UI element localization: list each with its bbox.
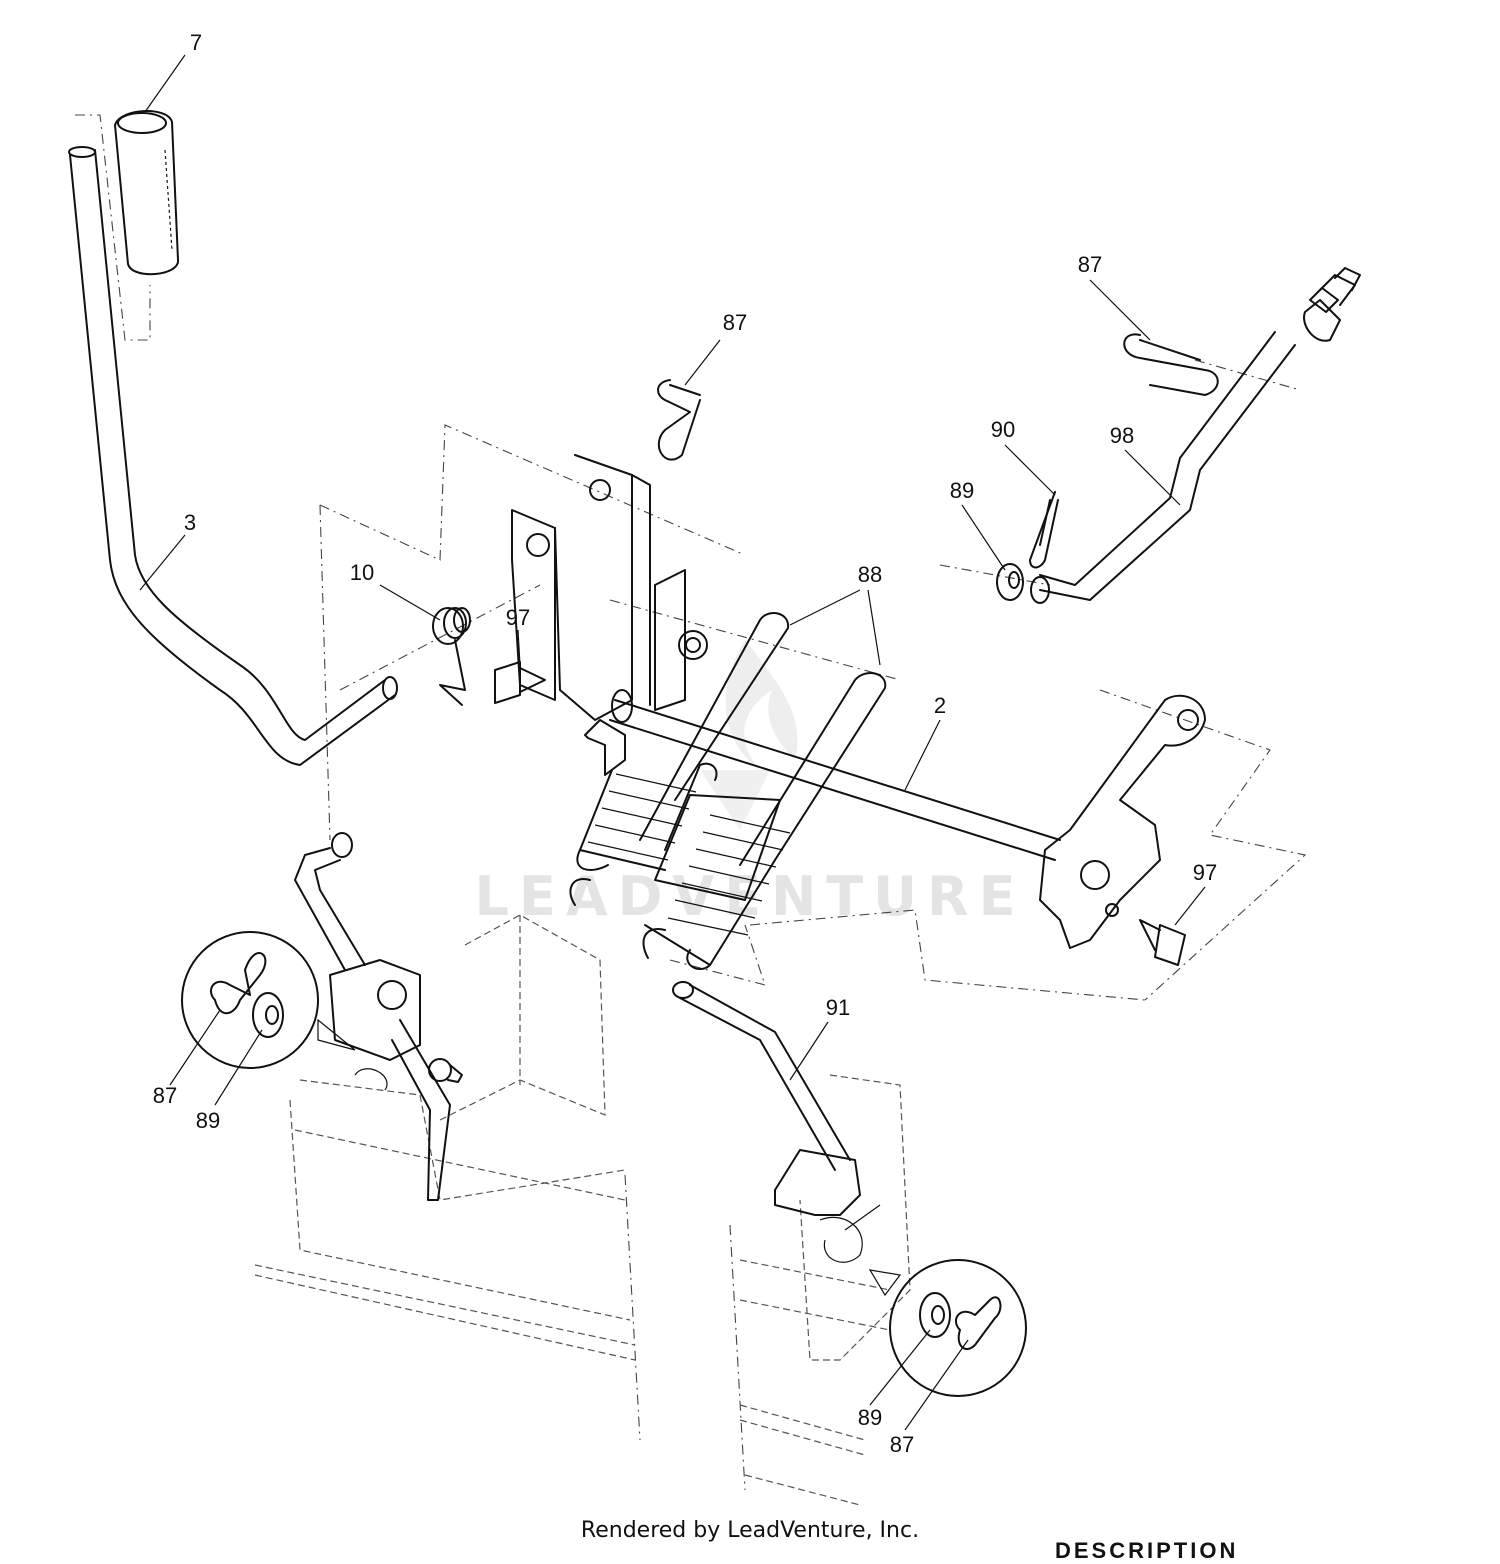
callouts: 7 3 87 87 90 98 89 10 97 88 2 97 91 87 8… (153, 30, 1217, 1457)
washer-top (996, 563, 1024, 601)
callout-7: 7 (190, 30, 202, 55)
callout-3: 3 (184, 510, 196, 535)
lift-shaft (609, 689, 1206, 949)
detail-circle-right (868, 1259, 1027, 1397)
watermark: LEADVENTURE (475, 640, 1026, 928)
callout-87-bottom-right: 87 (890, 1432, 914, 1457)
lift-link-right (672, 981, 881, 1263)
lift-bracket (511, 454, 708, 776)
handle-grip (114, 110, 179, 276)
cut-off-heading: DESCRIPTION (1055, 1538, 1239, 1563)
callout-2: 2 (934, 693, 946, 718)
callout-89-bottom-right: 89 (858, 1405, 882, 1430)
callout-88: 88 (858, 562, 882, 587)
callout-10: 10 (350, 560, 374, 585)
callout-97-right: 97 (1193, 860, 1217, 885)
footer-credit: Rendered by LeadVenture, Inc. (580, 1518, 920, 1543)
deck-outline (254, 914, 911, 1506)
detail-circle-left (181, 931, 356, 1069)
bolt-right (1139, 919, 1186, 966)
lift-link-left (294, 832, 463, 1201)
callout-89-top: 89 (950, 478, 974, 503)
hair-pin-right (1123, 333, 1219, 396)
leader-lines (139, 54, 1206, 1431)
lift-lever (68, 146, 398, 766)
callout-87-top: 87 (723, 310, 747, 335)
callout-87-right: 87 (1078, 252, 1102, 277)
torsion-spring (432, 607, 471, 706)
callout-97-left: 97 (506, 605, 530, 630)
watermark-text: LEADVENTURE (475, 865, 1026, 928)
assembly-lines (75, 114, 1307, 1001)
hair-pin-90 (1029, 491, 1059, 569)
callout-91: 91 (826, 995, 850, 1020)
extension-springs (569, 612, 887, 970)
callout-87-bottom-left: 87 (153, 1083, 177, 1108)
callout-98: 98 (1110, 423, 1134, 448)
callout-90: 90 (991, 417, 1015, 442)
callout-89-bottom-left: 89 (196, 1108, 220, 1133)
hair-pin-top (657, 379, 701, 461)
adjuster-rod (1030, 267, 1361, 604)
